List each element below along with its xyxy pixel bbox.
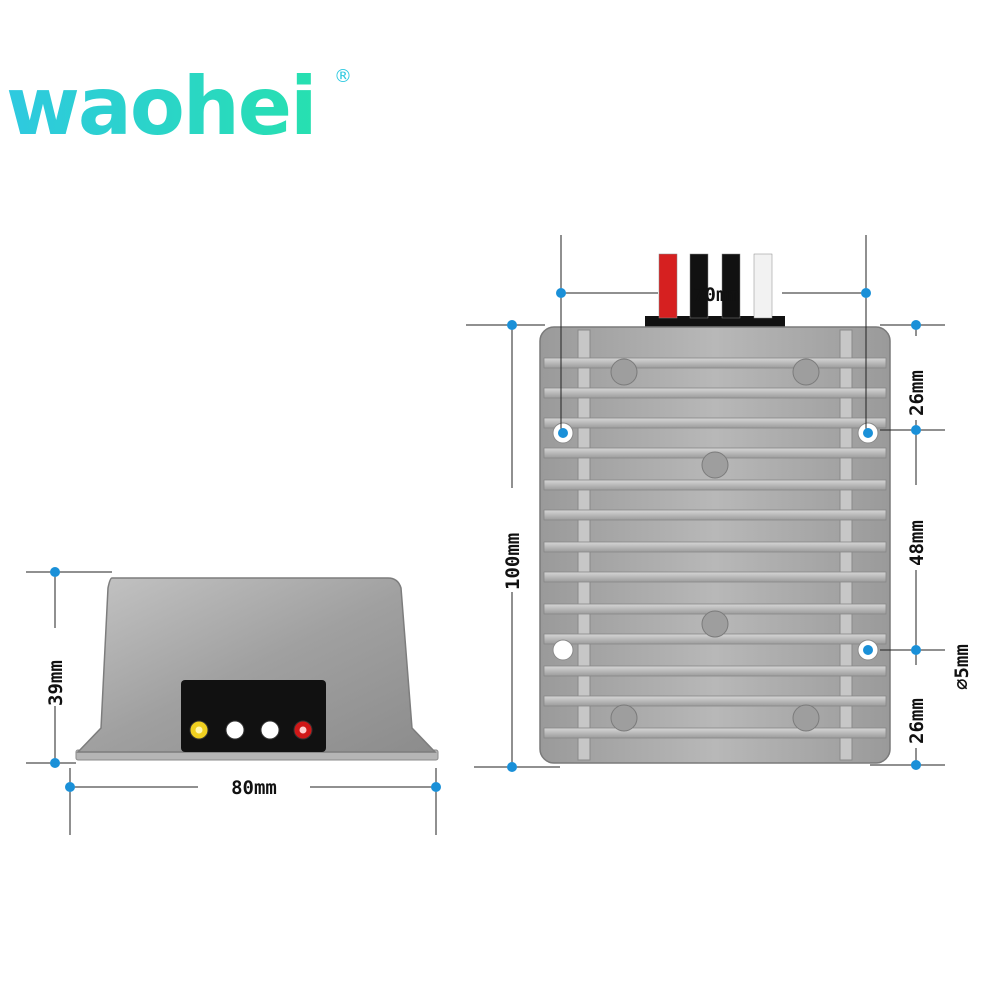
terminal-center xyxy=(231,726,239,734)
wire xyxy=(689,253,709,319)
cooling-fin xyxy=(543,417,887,429)
cooling-fin xyxy=(543,695,887,707)
dimension-dot xyxy=(556,288,566,298)
screw xyxy=(792,358,820,386)
width-label: 80mm xyxy=(231,777,277,799)
top-offset-label: 26mm xyxy=(906,370,928,416)
screw xyxy=(610,358,638,386)
terminal-group xyxy=(189,720,313,740)
terminal-center xyxy=(195,726,203,734)
brand-logo-text: waohei xyxy=(6,60,315,153)
side-dimensions: 26mm 48mm 26mm ⌀5mm xyxy=(870,320,973,770)
registered-mark: ® xyxy=(334,66,352,87)
hole-diameter-label: ⌀5mm xyxy=(951,644,973,690)
top-view: 70mm 100mm 26mm xyxy=(466,235,973,772)
cooling-fin xyxy=(543,357,887,369)
dimension-dot xyxy=(558,428,568,438)
cooling-fin xyxy=(543,727,887,739)
dimension-dot xyxy=(861,288,871,298)
bottom-offset-label: 26mm xyxy=(906,698,928,744)
cooling-fin xyxy=(543,387,887,399)
screw xyxy=(701,451,729,479)
height-label: 39mm xyxy=(45,660,67,706)
wire-group xyxy=(658,253,773,319)
dimension-dot xyxy=(507,320,517,330)
cooling-fin xyxy=(543,665,887,677)
terminal-center xyxy=(299,726,307,734)
length-dimension: 100mm xyxy=(466,320,560,772)
dimension-dot xyxy=(911,760,921,770)
screw xyxy=(792,704,820,732)
front-housing xyxy=(76,577,437,753)
cooling-fin xyxy=(543,509,887,521)
width-dimension: 80mm xyxy=(65,768,441,835)
length-label: 100mm xyxy=(502,533,524,590)
screw xyxy=(701,610,729,638)
cooling-fin xyxy=(543,479,887,491)
terminal-plate xyxy=(181,680,326,752)
dimension-dot xyxy=(50,758,60,768)
dimension-dot xyxy=(863,645,873,655)
cooling-fin xyxy=(543,541,887,553)
screw-group xyxy=(610,358,820,732)
wire xyxy=(721,253,741,319)
wire xyxy=(753,253,773,319)
dimension-dot xyxy=(911,425,921,435)
dimension-dot xyxy=(65,782,75,792)
mounting-hole xyxy=(552,639,574,661)
hole-spacing-label: 70mm xyxy=(693,284,739,306)
wire xyxy=(658,253,678,319)
dimension-dot xyxy=(863,428,873,438)
wire-grommet xyxy=(645,316,785,328)
dimension-dot xyxy=(911,320,921,330)
hole-spacing-dimension: 70mm xyxy=(556,235,873,655)
dimension-dot xyxy=(431,782,441,792)
dimension-dot xyxy=(507,762,517,772)
height-dimension: 39mm xyxy=(26,567,112,768)
cooling-fin xyxy=(543,571,887,583)
screw xyxy=(610,704,638,732)
middle-label: 48mm xyxy=(906,520,928,566)
dimension-dot xyxy=(50,567,60,577)
dimension-dot xyxy=(911,645,921,655)
brand-logo: waohei ® xyxy=(6,60,352,153)
terminal-center xyxy=(266,726,274,734)
front-view: 39mm 80mm xyxy=(26,567,441,835)
